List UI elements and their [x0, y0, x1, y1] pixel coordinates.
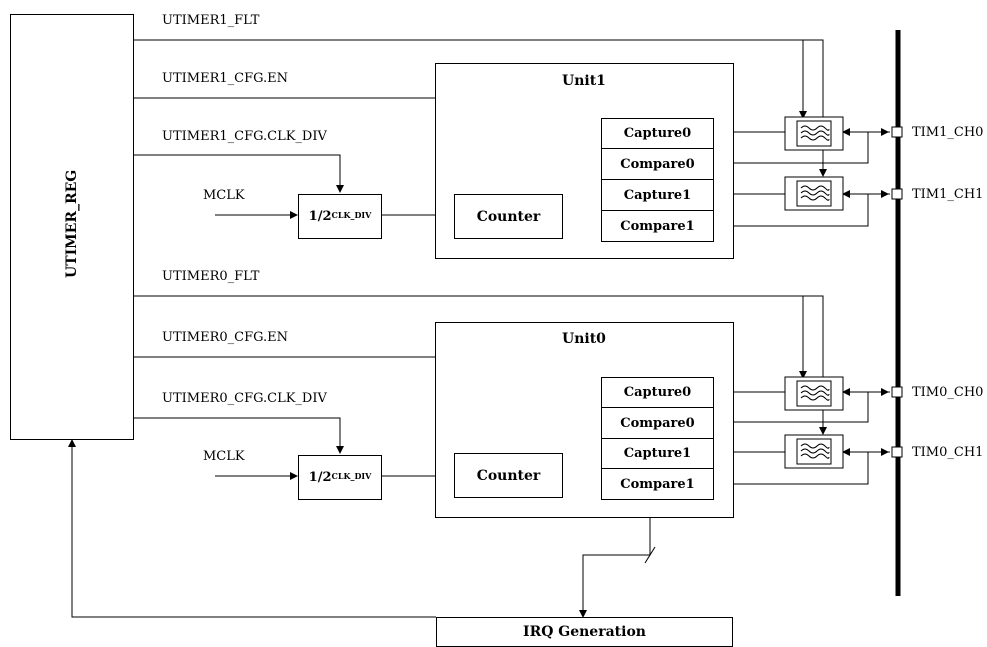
unit0-compare1: Compare1 [601, 468, 714, 500]
pin-tim1-ch0 [891, 126, 903, 138]
u1-div-label: UTIMER1_CFG.CLK_DIV [162, 129, 327, 144]
unit0-filter0-wave-icon [800, 385, 830, 391]
u1-en-label: UTIMER1_CFG.EN [162, 71, 289, 86]
unit1-capture1: Capture1 [601, 179, 714, 211]
unit1-counter: Counter [454, 194, 563, 239]
unit0-filter0-wave-icon [800, 395, 830, 401]
irq-bus-slash [644, 546, 656, 564]
utimer-reg-block [10, 14, 134, 440]
tim0-ch1-label: TIM0_CH1 [912, 445, 984, 460]
unit1-divider-exp: CLK_DIV [331, 209, 372, 220]
unit0-divider-base: 1/2 [308, 470, 332, 485]
unit1-title: Unit1 [562, 73, 606, 89]
u1-flt-label: UTIMER1_FLT [162, 13, 260, 28]
unit0-filter1-wave-icon [800, 448, 830, 454]
tim1-ch0-label: TIM1_CH0 [912, 125, 984, 140]
u0-flt-line [133, 295, 824, 380]
unit0-divider-exp: CLK_DIV [331, 470, 372, 481]
unit0-filter1-wave-icon [800, 443, 830, 449]
unit0-counter-label: Counter [476, 467, 541, 484]
unit1-filter0-wave-icon [800, 135, 830, 141]
unit1-capture0: Capture0 [601, 118, 714, 149]
unit0-capture1: Capture1 [601, 438, 714, 469]
unit0-counter: Counter [454, 453, 563, 498]
unit1-counter-label: Counter [476, 208, 541, 225]
u0-div-line [133, 417, 344, 454]
unit1-filter1-wave-icon [800, 190, 830, 196]
utimer-reg-label: UTIMER_REG [64, 169, 80, 278]
pin-tim0-ch0 [891, 386, 903, 398]
unit1-divider-base: 1/2 [308, 209, 332, 224]
irq-generation-label: IRQ Generation [523, 624, 646, 640]
u0-en-label: UTIMER0_CFG.EN [162, 330, 289, 345]
u0-div-label: UTIMER0_CFG.CLK_DIV [162, 391, 327, 406]
irq-generation-block: IRQ Generation [436, 617, 733, 647]
unit1-filter0-wave-icon [800, 130, 830, 136]
u0-flt-label: UTIMER0_FLT [162, 269, 260, 284]
unit1-compare0: Compare0 [601, 148, 714, 180]
unit0-title: Unit0 [562, 331, 606, 347]
unit1-filter0-wave-icon [800, 125, 830, 131]
unit0-capture0: Capture0 [601, 377, 714, 408]
tim0-ch0-label: TIM0_CH0 [912, 385, 984, 400]
unit1-filter1-wave-icon [800, 185, 830, 191]
u1-div-line [133, 154, 344, 193]
u1-flt-line [133, 39, 824, 120]
pin-tim0-ch1 [891, 446, 903, 458]
u1-mclk-label: MCLK [203, 188, 245, 203]
unit1-compare1: Compare1 [601, 210, 714, 242]
unit0-filter0-wave-icon [800, 390, 830, 396]
pin-tim1-ch1 [891, 188, 903, 200]
irq-feedback-line [68, 439, 436, 618]
u0-mclk-label: MCLK [203, 449, 245, 464]
irq-bus-line [579, 500, 651, 618]
unit0-compare0: Compare0 [601, 407, 714, 439]
unit1-filter1-wave-icon [800, 195, 830, 201]
tim1-ch1-label: TIM1_CH1 [912, 187, 984, 202]
unit0-filter1-wave-icon [800, 453, 830, 459]
